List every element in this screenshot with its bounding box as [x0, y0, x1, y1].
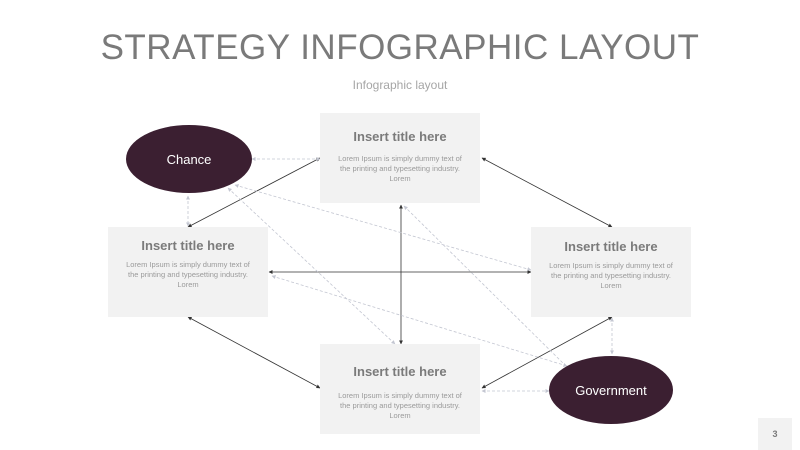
- government-label: Government: [575, 382, 647, 398]
- dashed-left-government: [271, 275, 568, 367]
- box-top: Insert title here Lorem Ipsum is simply …: [320, 113, 480, 203]
- arrow-left-bottom: [187, 316, 321, 389]
- box-left-body: Lorem Ipsum is simply dummy text of the …: [126, 260, 250, 289]
- box-right-body: Lorem Ipsum is simply dummy text of the …: [549, 261, 673, 290]
- box-bottom-title: Insert title here: [353, 364, 447, 379]
- page-subtitle: Infographic layout: [352, 78, 448, 92]
- box-right: Insert title here Lorem Ipsum is simply …: [531, 227, 691, 317]
- chance-ellipse: Chance: [126, 125, 252, 193]
- page-number: 3: [758, 418, 792, 450]
- box-bottom-body: Lorem Ipsum is simply dummy text of the …: [338, 391, 462, 420]
- government-ellipse: Government: [549, 356, 673, 424]
- box-left: Insert title here Lorem Ipsum is simply …: [108, 227, 268, 317]
- box-bottom: Insert title here Lorem Ipsum is simply …: [320, 344, 480, 434]
- arrow-top-right: [481, 157, 613, 228]
- box-right-title: Insert title here: [564, 239, 658, 254]
- box-top-title: Insert title here: [353, 129, 447, 144]
- chance-label: Chance: [166, 151, 212, 167]
- box-top-body: Lorem Ipsum is simply dummy text of the …: [338, 154, 462, 183]
- box-left-title: Insert title here: [141, 238, 235, 253]
- page-title: STRATEGY INFOGRAPHIC LAYOUT: [100, 28, 700, 67]
